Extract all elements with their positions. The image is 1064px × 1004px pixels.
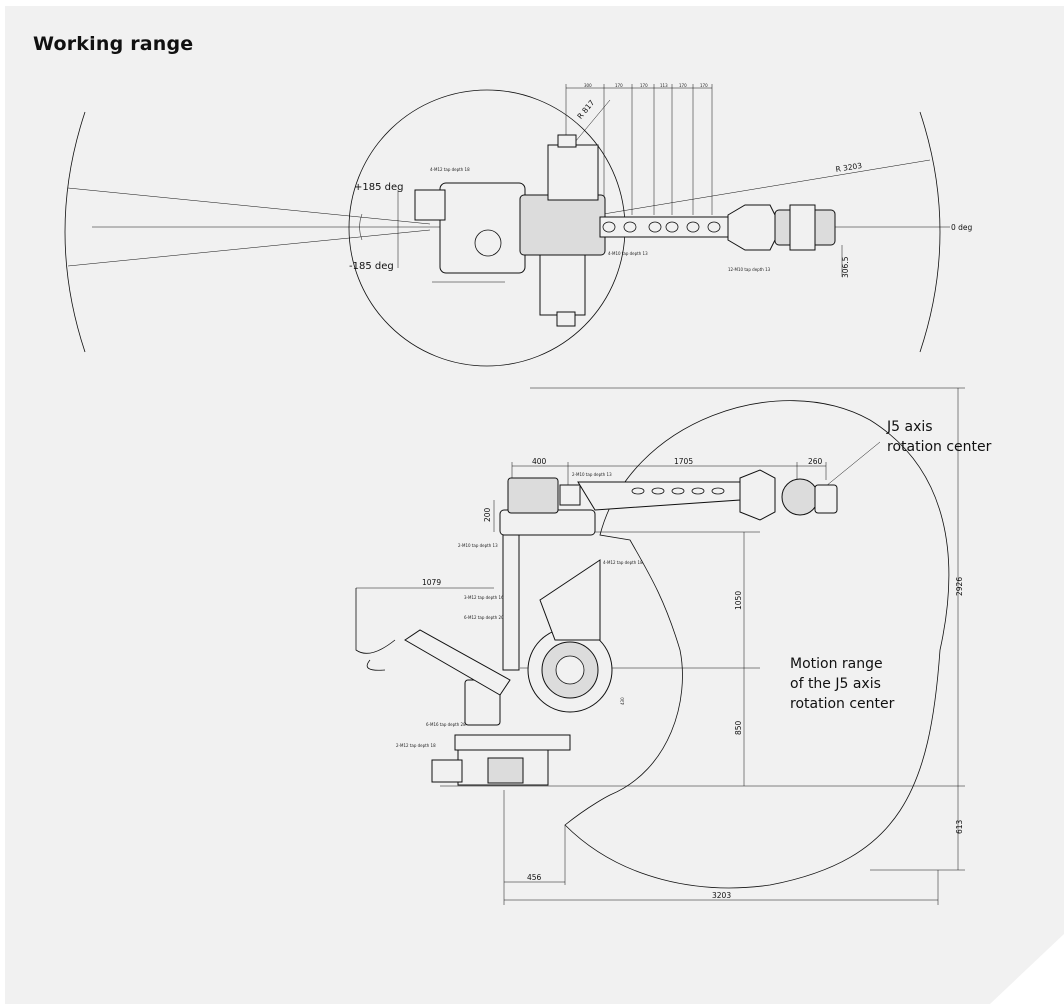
- side-alt-end: [355, 588, 396, 654]
- forearm-hole: [648, 221, 662, 233]
- forearm-hole: [631, 487, 645, 495]
- dim-1079-label: 1079: [422, 578, 441, 587]
- forearm-hole: [711, 487, 725, 495]
- angle-pos-label: +185 deg: [354, 182, 404, 193]
- side-view: J5 axis rotation center Motion range of …: [355, 387, 992, 905]
- forearm-hole: [691, 487, 705, 495]
- note-m12-b: 6-M12 tap depth 20: [464, 615, 504, 620]
- forearm-hole: [707, 221, 721, 233]
- j5-label-line1: J5 axis: [886, 419, 933, 435]
- top-shoulder-upper: [547, 144, 599, 201]
- top-wrist: [727, 204, 776, 251]
- motion-label-line1: Motion range: [790, 656, 883, 672]
- dim-3203-label: 3203: [712, 891, 731, 900]
- note-m10-upper: 2-M10 tap depth 13: [572, 472, 612, 477]
- dim-1050-label: 1050: [734, 591, 743, 610]
- top-shoulder: [519, 194, 606, 256]
- side-j3-housing: [507, 477, 559, 514]
- side-base-plate: [454, 734, 571, 751]
- side-elbow: [499, 509, 596, 536]
- dim-1705-label: 1705: [674, 457, 693, 466]
- dim-260-label: 260: [808, 457, 823, 466]
- note-m10-b: 12-M10 tap depth 13: [728, 267, 771, 272]
- motion-label-line2: of the J5 axis: [790, 676, 881, 692]
- radius-inner-label: R 817: [575, 98, 596, 121]
- small-dim-3: 113: [660, 83, 668, 88]
- small-dim-5: 170: [700, 83, 708, 88]
- top-flange-up: [557, 134, 577, 148]
- motion-label-line3: rotation center: [790, 696, 895, 712]
- side-wrist: [739, 469, 776, 521]
- top-tool-flange: [789, 204, 816, 251]
- small-dim-1: 170: [615, 83, 623, 88]
- angle-line-pos: [67, 187, 431, 225]
- dim-430-label: 430: [620, 697, 625, 705]
- cut-corner: [990, 934, 1064, 1004]
- dim-306-5-label: 306.5: [841, 256, 850, 278]
- small-dim-4: 170: [679, 83, 687, 88]
- outer-arc-right: [919, 111, 941, 353]
- top-shoulder-lower: [539, 254, 586, 316]
- note-m12-top: 4-M12 tap depth 18: [430, 167, 470, 172]
- side-j2-center: [555, 655, 585, 685]
- small-dim-2: 170: [640, 83, 648, 88]
- side-lower-arm-alt: [404, 629, 511, 696]
- j5-label-line2: rotation center: [887, 439, 992, 455]
- dim-2926-label: 2926: [955, 577, 964, 596]
- note-m10-arm: 2-M10 tap depth 13: [458, 543, 498, 548]
- forearm-hole: [686, 221, 700, 233]
- side-shoulder: [539, 559, 601, 641]
- top-base-left-block: [414, 189, 446, 221]
- top-base-body: [439, 182, 526, 274]
- angle-zero-label: 0 deg: [951, 223, 973, 232]
- dim-613-label: 613: [955, 819, 964, 834]
- angle-neg-label: -185 deg: [349, 261, 394, 272]
- page-title: Working range: [33, 33, 194, 55]
- side-j5-housing: [781, 478, 819, 516]
- small-dim-0: 300: [584, 83, 592, 88]
- note-m16: 6-M16 tap depth 28: [426, 722, 466, 727]
- j5-motion-range: [564, 400, 950, 889]
- forearm-hole: [665, 221, 679, 233]
- top-base-bolt: [474, 229, 502, 257]
- outer-arc-left: [64, 111, 86, 353]
- dim-200-label: 200: [483, 507, 492, 522]
- side-alt-end-2: [366, 659, 386, 671]
- side-forearm: [577, 481, 741, 511]
- angle-line-neg: [67, 229, 431, 267]
- forearm-hole: [623, 221, 637, 233]
- top-flange-down: [556, 311, 576, 327]
- note-m12-a: 3-M12 tap depth 16: [464, 595, 504, 600]
- top-view: +185 deg -185 deg 0 deg R 817 R 3203 306…: [64, 83, 973, 367]
- side-j4-block: [559, 484, 581, 506]
- side-base-left: [431, 759, 463, 783]
- dim-400-label: 400: [532, 457, 547, 466]
- radius-outer-label: R 3203: [835, 161, 863, 174]
- forearm-hole: [651, 487, 665, 495]
- dim-850-label: 850: [734, 720, 743, 735]
- dim-456-label: 456: [527, 873, 542, 882]
- note-m12-arm: 4-M12 tap depth 18: [603, 560, 643, 565]
- angle-arc: [359, 213, 363, 241]
- side-lower-arm: [502, 529, 520, 671]
- side-base-block: [487, 757, 524, 784]
- note-m10-a: 4-M10 tap depth 13: [608, 251, 648, 256]
- forearm-hole: [602, 221, 616, 233]
- side-tool-flange: [814, 484, 838, 514]
- forearm-hole: [671, 487, 685, 495]
- note-m12-base: 2-M12 tap depth 18: [396, 743, 436, 748]
